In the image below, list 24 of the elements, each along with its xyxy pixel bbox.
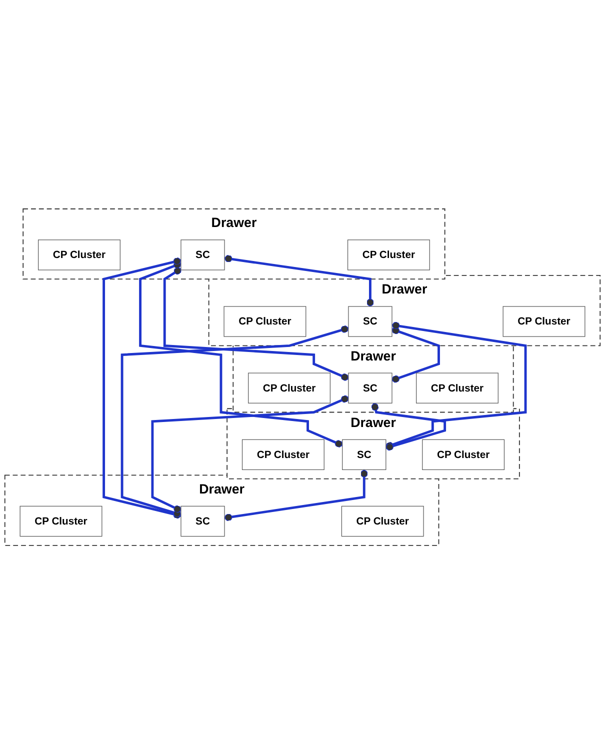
node-box: SC [348, 372, 392, 404]
node-box: SC [348, 306, 392, 337]
node-box: CP Cluster [224, 306, 306, 337]
node-box: CP Cluster [416, 372, 498, 404]
node-box: SC [342, 439, 386, 470]
node-box: CP Cluster [20, 506, 102, 536]
node-box: SC [180, 239, 225, 270]
connector [371, 402, 446, 451]
node-box: CP Cluster [248, 372, 330, 404]
connector [163, 267, 349, 381]
node-box: CP Cluster [502, 306, 586, 337]
connector [151, 395, 349, 513]
node-box: CP Cluster [422, 439, 505, 470]
node-box: CP Cluster [347, 239, 430, 270]
connector [139, 260, 343, 448]
node-box: CP Cluster [38, 239, 120, 270]
connector [224, 470, 368, 521]
connector [120, 325, 349, 518]
connector [224, 254, 374, 306]
connector [392, 326, 440, 383]
connector [102, 257, 182, 518]
node-box: CP Cluster [242, 439, 324, 470]
node-box: SC [180, 506, 225, 536]
node-box: CP Cluster [341, 506, 424, 536]
